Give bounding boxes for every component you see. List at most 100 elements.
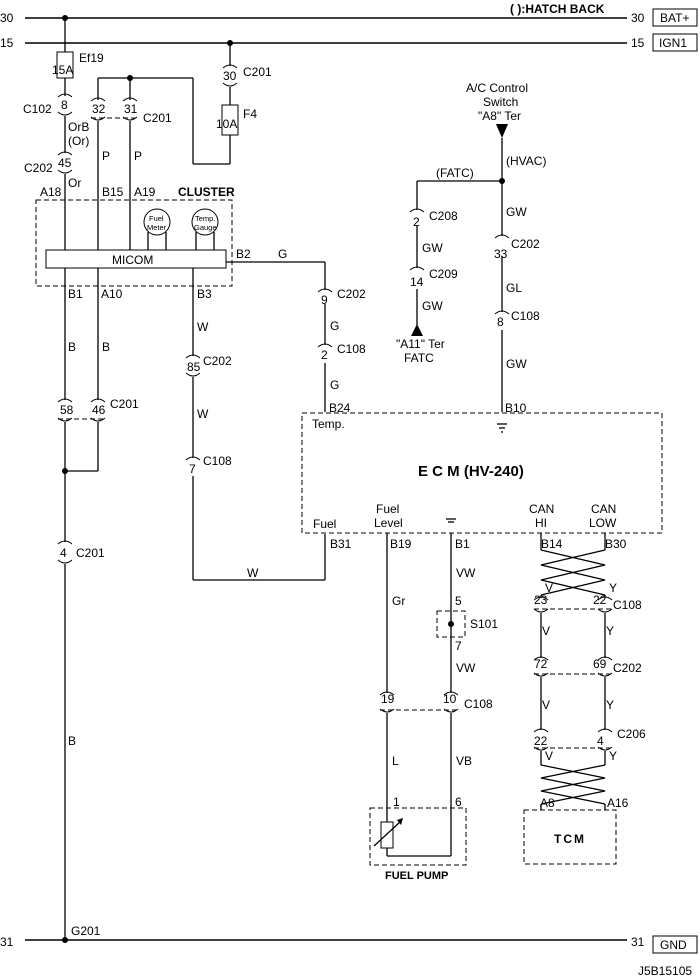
ecm-pin-b14: B14 bbox=[541, 537, 563, 551]
wire-v-2: V bbox=[542, 624, 550, 638]
can-c202-pin-v: 72 bbox=[534, 657, 548, 671]
c202-connector-symbol bbox=[57, 151, 73, 156]
micom-label: MICOM bbox=[112, 253, 153, 267]
wire-gl: GL bbox=[506, 281, 522, 295]
tcm-title: TCM bbox=[554, 832, 586, 846]
ac-switch-terminal bbox=[496, 124, 508, 138]
c108-label-g: C108 bbox=[337, 342, 366, 356]
c201-pin-46: 46 bbox=[92, 403, 106, 417]
cluster-outline bbox=[35, 199, 233, 287]
c108-label-gl: C108 bbox=[511, 309, 540, 323]
wire-w-3: W bbox=[247, 566, 259, 580]
fuse-ef19-name: Ef19 bbox=[79, 51, 104, 65]
can-c202-label: C202 bbox=[613, 661, 642, 675]
ign-bus-right-num: 15 bbox=[631, 36, 645, 50]
can-c202-pin-y: 69 bbox=[593, 657, 607, 671]
can-c206-pin-v: 22 bbox=[534, 734, 548, 748]
ecm-can-hi-l1: CAN bbox=[529, 502, 554, 516]
bat-bus-right-num: 30 bbox=[631, 11, 645, 25]
ac-switch-l2: Switch bbox=[483, 95, 518, 109]
f4-circuit: 30 C201 F4 10A 32 31 C201 P P bbox=[90, 40, 272, 250]
ign-tag: IGN1 bbox=[659, 36, 687, 50]
c209-label: C209 bbox=[429, 267, 458, 281]
s101-pin-top: 5 bbox=[455, 594, 462, 608]
ecm-pin-b19: B19 bbox=[390, 537, 412, 551]
fuel-pump-pin-1: 1 bbox=[393, 795, 400, 809]
c202-pin-top: 45 bbox=[58, 156, 72, 170]
temp-gauge bbox=[191, 208, 219, 236]
cluster-pin-a19: A19 bbox=[134, 185, 156, 199]
wire-w-1: W bbox=[197, 320, 209, 334]
c102-pin: 8 bbox=[61, 98, 68, 112]
wire-l: L bbox=[392, 754, 399, 768]
cluster-pin-b2: B2 bbox=[236, 247, 251, 261]
gnd-bus-left-num: 31 bbox=[0, 935, 14, 949]
ecm-can-low-l1: CAN bbox=[591, 502, 616, 516]
wire-p-1: P bbox=[102, 149, 110, 163]
can-c206-pin-y: 4 bbox=[597, 734, 604, 748]
bat-tag: BAT+ bbox=[660, 11, 689, 25]
wire-y-2: Y bbox=[606, 624, 614, 638]
fuel-meter-l1: Fuel bbox=[149, 214, 164, 223]
diagram-code: J5B15105 bbox=[638, 964, 692, 978]
cluster-pin-b3: B3 bbox=[197, 287, 212, 301]
cluster-pin-a10: A10 bbox=[101, 287, 123, 301]
wire-b-2: B bbox=[102, 340, 110, 354]
bat-bus: 30 30 BAT+ ( ):HATCH BACK bbox=[0, 2, 698, 27]
can-c206-label: C206 bbox=[617, 727, 646, 741]
c202-label-w: C202 bbox=[203, 354, 232, 368]
wire-p-2: P bbox=[134, 149, 142, 163]
wire-vw-1: VW bbox=[456, 566, 476, 580]
ecm-pin-b30: B30 bbox=[605, 537, 627, 551]
wire-gw-fatc-2: GW bbox=[422, 299, 443, 313]
ac-switch-l1: A/C Control bbox=[466, 81, 528, 95]
wire-b-1: B bbox=[68, 340, 76, 354]
gnd-bus-right-num: 31 bbox=[631, 935, 645, 949]
can-twisted-pair-bottom bbox=[540, 764, 606, 805]
cluster-title: CLUSTER bbox=[178, 185, 235, 199]
c108-label-fp: C108 bbox=[464, 697, 493, 711]
ecm-temp-label: Temp. bbox=[312, 417, 345, 431]
ecm-fuel-level-l1: Fuel bbox=[376, 502, 399, 516]
ecm-can-hi-l2: HI bbox=[535, 516, 547, 530]
ecm-pin-b10: B10 bbox=[505, 401, 527, 415]
wire-fatc: (FATC) bbox=[436, 166, 474, 180]
c208-label: C208 bbox=[429, 209, 458, 223]
wire-gw-fatc-1: GW bbox=[422, 241, 443, 255]
wire-g-3: G bbox=[330, 378, 339, 392]
temp-gauge-l1: Temp. bbox=[195, 214, 215, 223]
fuse-ef19-rating: 15A bbox=[52, 63, 73, 77]
wire-vb: VB bbox=[456, 754, 472, 768]
ef19-circuit: Ef19 15A 8 C102 OrB (Or) 45 C202 Or bbox=[23, 15, 104, 250]
c202-pin-85: 85 bbox=[187, 360, 201, 374]
wire-v-3: V bbox=[542, 698, 550, 712]
ecm-title: E C M (HV-240) bbox=[418, 463, 524, 480]
ecm-fuel-label: Fuel bbox=[313, 517, 336, 531]
c102-label: C102 bbox=[23, 102, 52, 116]
ign-tag-box bbox=[652, 33, 698, 52]
wire-or: Or bbox=[68, 176, 81, 190]
wire-y-3: Y bbox=[606, 698, 614, 712]
wire-gr: Gr bbox=[392, 594, 405, 608]
c201-pin-4: 4 bbox=[60, 546, 67, 560]
tcm-module: A8 A16 TCM bbox=[523, 796, 629, 865]
fuel-pump-outline bbox=[369, 807, 467, 866]
fuel-pump-circuit: Gr VW 5 S101 7 VW 19 10 C108 L VB bbox=[379, 533, 498, 808]
fatc-terminal bbox=[411, 324, 423, 336]
wire-gw-2: GW bbox=[506, 357, 527, 371]
s101-label: S101 bbox=[470, 617, 498, 631]
c209-pin: 14 bbox=[410, 275, 424, 289]
tcm-pin-a16: A16 bbox=[607, 796, 629, 810]
fuel-signal-circuit: W 85 C202 W 7 C108 W bbox=[185, 268, 326, 581]
ecm-fuel-level-l2: Level bbox=[374, 516, 403, 530]
cluster-module: CLUSTER A18 B15 A19 Fuel Meter Temp. Gau… bbox=[35, 185, 251, 301]
fuel-meter-gauge bbox=[143, 208, 171, 236]
wire-b-ground: B bbox=[68, 734, 76, 748]
c201-fuse-connector bbox=[222, 64, 238, 69]
c202-pin-33: 33 bbox=[494, 247, 508, 261]
c201-label-fuse: C201 bbox=[243, 65, 272, 79]
fuel-pump-pin-6: 6 bbox=[455, 795, 462, 809]
c201-pin-31: 31 bbox=[124, 102, 138, 116]
fatc-l1: "A11" Ter bbox=[396, 337, 445, 351]
